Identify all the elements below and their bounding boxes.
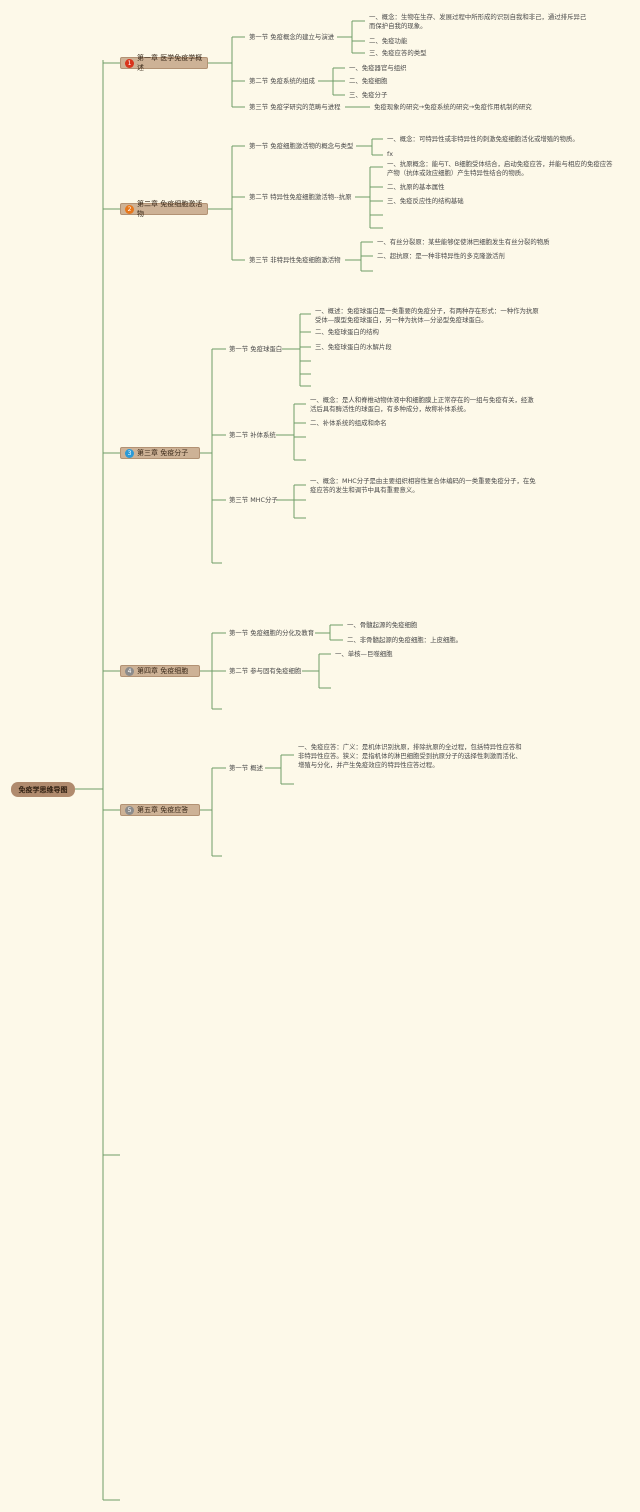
section-node[interactable]: 第三节 免疫学研究的范畴与进程 bbox=[249, 103, 341, 111]
leaf-node[interactable]: 一、概念：可特异性或非特异性的刺激免疫细胞活化或增殖的物质。 bbox=[387, 135, 579, 143]
leaf-node[interactable]: 一、概述：免疫球蛋白是一类重要的免疫分子，有两种存在形式：一种作为抗原受体—膜型… bbox=[315, 307, 539, 324]
leaf-node[interactable]: 三、免疫反应性的结构基础 bbox=[387, 197, 464, 205]
root-node[interactable]: 免疫学思维导图 bbox=[11, 782, 75, 797]
leaf-node[interactable]: 一、概念：生物在生存、发展过程中所形成的识别自我和非己，通过排斥异己而保护自我的… bbox=[369, 13, 587, 30]
leaf-node[interactable]: 免疫现象的研究→免疫系统的研究→免疫作用机制的研究 bbox=[374, 103, 532, 111]
chapter-5-node[interactable]: 5 第五章 免疫应答 bbox=[120, 804, 200, 816]
leaf-node[interactable]: 二、超抗原：是一种非特异性的多克隆激活剂 bbox=[377, 252, 505, 260]
leaf-node[interactable]: 一、免疫器官与组织 bbox=[349, 64, 407, 72]
chapter-4-label: 第四章 免疫细胞 bbox=[137, 667, 189, 675]
leaf-node[interactable]: 二、非骨髓起源的免疫细胞：上皮细胞。 bbox=[347, 636, 463, 644]
chapter-3-node[interactable]: 3 第三章 免疫分子 bbox=[120, 447, 200, 459]
number-badge-icon: 1 bbox=[125, 58, 134, 68]
chapter-5-label: 第五章 免疫应答 bbox=[137, 806, 189, 814]
number-badge-icon: 5 bbox=[125, 805, 134, 815]
leaf-node[interactable]: 三、免疫球蛋白的水解片段 bbox=[315, 343, 392, 351]
chapter-2-label: 第二章 免疫细胞激活物 bbox=[137, 200, 203, 218]
section-node[interactable]: 第二节 补体系统 bbox=[229, 431, 276, 439]
number-badge-icon: 2 bbox=[125, 204, 134, 214]
leaf-node[interactable]: 一、免疫应答：广义：是机体识别抗原，排除抗原的全过程，包括特异性应答和非特异性应… bbox=[298, 743, 522, 769]
leaf-node[interactable]: 三、免疫应答的类型 bbox=[369, 49, 427, 57]
leaf-node[interactable]: 一、概念：MHC分子是由主要组织相容性复合体编码的一类重要免疫分子，在免疫应答的… bbox=[310, 477, 536, 494]
leaf-node[interactable]: 二、免疫球蛋白的结构 bbox=[315, 328, 379, 336]
leaf-node[interactable]: 二、免疫功能 bbox=[369, 37, 408, 45]
section-node[interactable]: 第二节 特异性免疫细胞激活物--抗原 bbox=[249, 193, 352, 201]
section-node[interactable]: 第二节 免疫系统的组成 bbox=[249, 77, 315, 85]
section-node[interactable]: 第二节 参与固有免疫细胞 bbox=[229, 667, 302, 675]
leaf-node[interactable]: 一、单核—巨噬细胞 bbox=[335, 650, 393, 658]
chapter-1-node[interactable]: 1 第一章 医学免疫学概述 bbox=[120, 54, 208, 72]
leaf-node[interactable]: fx bbox=[387, 150, 394, 158]
leaf-node[interactable]: 一、骨髓起源的免疫细胞 bbox=[347, 621, 418, 629]
section-node[interactable]: 第一节 免疫细胞的分化及教育 bbox=[229, 629, 315, 637]
chapter-1-label: 第一章 医学免疫学概述 bbox=[137, 54, 203, 72]
leaf-node[interactable]: 三、免疫分子 bbox=[349, 91, 388, 99]
section-node[interactable]: 第一节 概述 bbox=[229, 764, 263, 772]
section-node[interactable]: 第三节 非特异性免疫细胞激活物 bbox=[249, 256, 341, 264]
chapter-4-node[interactable]: 4 第四章 免疫细胞 bbox=[120, 665, 200, 677]
number-badge-icon: 3 bbox=[125, 448, 134, 458]
leaf-node[interactable]: 二、抗原的基本属性 bbox=[387, 183, 445, 191]
leaf-node[interactable]: 一、有丝分裂原：某些能够促使淋巴细胞发生有丝分裂的物质 bbox=[377, 238, 550, 246]
leaf-node[interactable]: 一、概念：是人和脊椎动物体液中和细胞膜上正常存在的一组与免疫有关，经激活后具有酶… bbox=[310, 396, 534, 413]
leaf-node[interactable]: 二、免疫细胞 bbox=[349, 77, 388, 85]
chapter-3-label: 第三章 免疫分子 bbox=[137, 449, 189, 457]
chapter-2-node[interactable]: 2 第二章 免疫细胞激活物 bbox=[120, 200, 208, 218]
section-node[interactable]: 第一节 免疫细胞激活物的概念与类型 bbox=[249, 142, 354, 150]
section-node[interactable]: 第三节 MHC分子 bbox=[229, 496, 278, 504]
leaf-node[interactable]: 一、抗原概念：能与T、B细胞受体结合，启动免疫应答，并能与相应的免疫应答产物（抗… bbox=[387, 160, 613, 177]
number-badge-icon: 4 bbox=[125, 666, 134, 676]
leaf-node[interactable]: 二、补体系统的组成和命名 bbox=[310, 419, 387, 427]
section-node[interactable]: 第一节 免疫概念的建立与演进 bbox=[249, 33, 335, 41]
section-node[interactable]: 第一节 免疫球蛋白 bbox=[229, 345, 283, 353]
